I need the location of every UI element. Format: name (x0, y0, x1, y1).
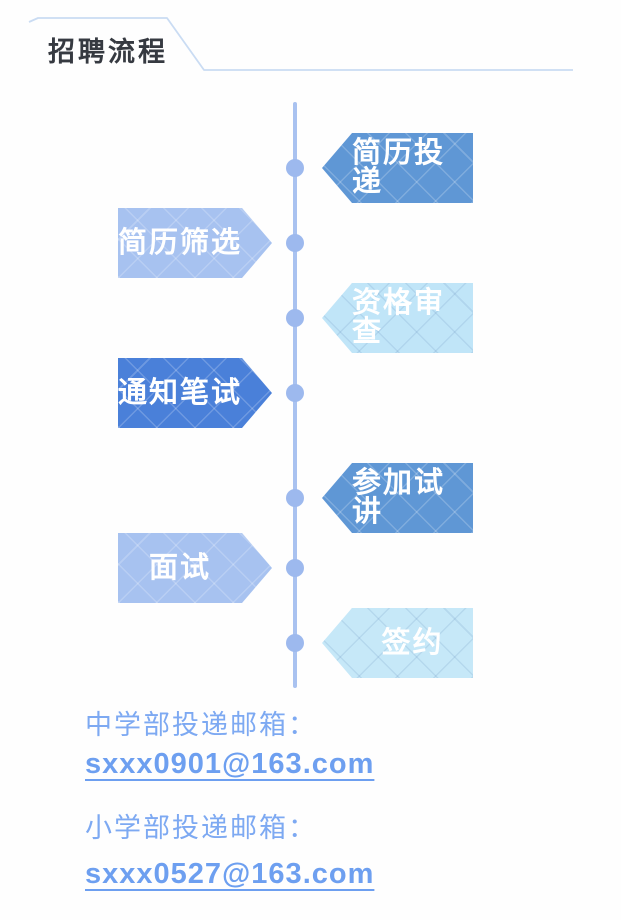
primary-school-email-link[interactable]: sxxx0527@163.com (85, 858, 375, 890)
step-trial-lecture: 参加试讲 (322, 463, 473, 533)
step-written-test-notice: 通知笔试 (118, 358, 272, 428)
primary-school-email-label: 小学部投递邮箱： (85, 813, 317, 843)
timeline-dot (286, 559, 304, 577)
header-accent-line (28, 17, 573, 71)
timeline-dot (286, 489, 304, 507)
step-signing: 签约 (322, 608, 473, 678)
step-qualification-review: 资格审查 (322, 283, 473, 353)
timeline-dot (286, 159, 304, 177)
timeline-dot (286, 384, 304, 402)
timeline-dot (286, 309, 304, 327)
middle-school-email-label: 中学部投递邮箱： (85, 710, 317, 740)
step-resume-submission: 简历投递 (322, 133, 473, 203)
timeline-dot (286, 234, 304, 252)
middle-school-email-link[interactable]: sxxx0901@163.com (85, 748, 375, 780)
timeline-dot (286, 634, 304, 652)
step-resume-screening: 简历筛选 (118, 208, 272, 278)
step-interview: 面试 (118, 533, 272, 603)
page-title: 招聘流程 (48, 37, 168, 67)
